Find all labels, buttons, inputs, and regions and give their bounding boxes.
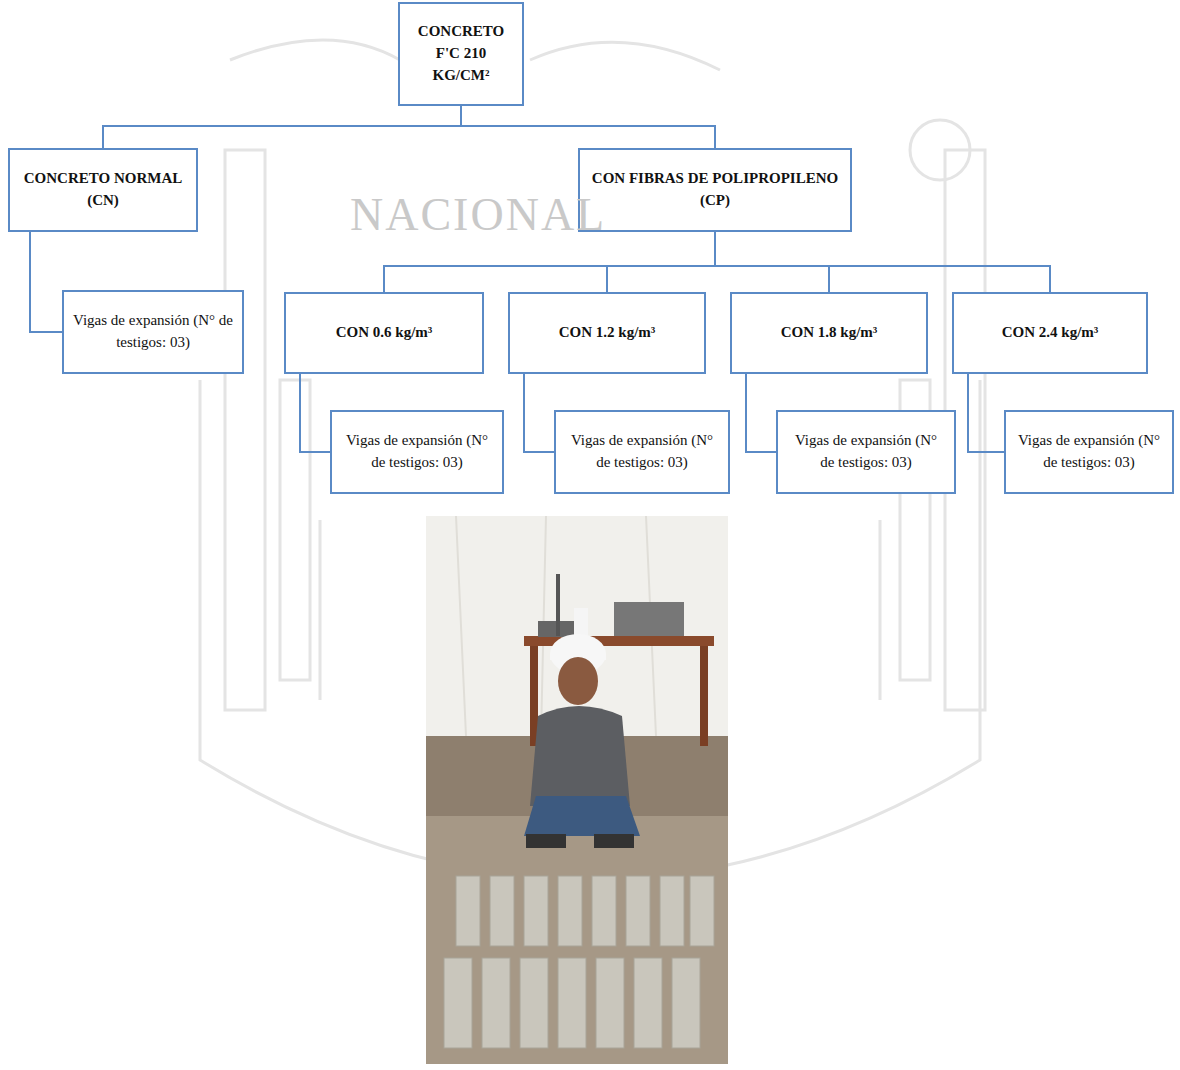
category-box: CON 2.4 kg/m³ [952, 292, 1148, 374]
category-box: CON FIBRAS DE POLIPROPILENO (CP) [578, 148, 852, 232]
tree-connector [746, 374, 776, 452]
box-text: CON 2.4 kg/m³ [1002, 322, 1099, 344]
box-text: CON 1.2 kg/m³ [559, 322, 656, 344]
specimen-box: Vigas de expansión (N° de testigos: 03) [330, 410, 504, 494]
category-box: CON 1.8 kg/m³ [730, 292, 928, 374]
specimen-box: Vigas de expansión (N° de testigos: 03) [554, 410, 730, 494]
category-box: CON 1.2 kg/m³ [508, 292, 706, 374]
tree-connector [715, 232, 829, 292]
box-text: CON 1.8 kg/m³ [781, 322, 878, 344]
box-text: Vigas de expansión (N° de testigos: 03) [1014, 430, 1164, 474]
tree-connector [968, 374, 1004, 452]
tree-connector [524, 374, 554, 452]
tree-connector [461, 106, 715, 148]
box-text: Vigas de expansión (N° de testigos: 03) [786, 430, 946, 474]
specimen-box: Vigas de expansión (N° de testigos: 03) [62, 290, 244, 374]
box-text: CONCRETO NORMAL (CN) [18, 168, 188, 212]
tree-connector [715, 232, 1050, 292]
tree-connector [103, 106, 461, 148]
tree-connector [607, 232, 715, 292]
box-text: Vigas de expansión (N° de testigos: 03) [340, 430, 494, 474]
category-box: CON 0.6 kg/m³ [284, 292, 484, 374]
watermark-text: NACIONAL [350, 188, 606, 241]
specimen-photo [426, 516, 728, 1064]
tree-connector [384, 232, 715, 292]
box-text: Vigas de expansión (N° de testigos: 03) [564, 430, 720, 474]
box-text: CONCRETO F'C 210 KG/CM² [408, 21, 514, 86]
box-text: CON FIBRAS DE POLIPROPILENO (CP) [588, 168, 842, 212]
specimen-box: Vigas de expansión (N° de testigos: 03) [776, 410, 956, 494]
category-box: CONCRETO F'C 210 KG/CM² [398, 2, 524, 106]
tree-connector [300, 374, 330, 452]
specimen-box: Vigas de expansión (N° de testigos: 03) [1004, 410, 1174, 494]
box-text: Vigas de expansión (N° de testigos: 03) [72, 310, 234, 354]
tree-connector [30, 232, 62, 332]
box-text: CON 0.6 kg/m³ [336, 322, 433, 344]
category-box: CONCRETO NORMAL (CN) [8, 148, 198, 232]
